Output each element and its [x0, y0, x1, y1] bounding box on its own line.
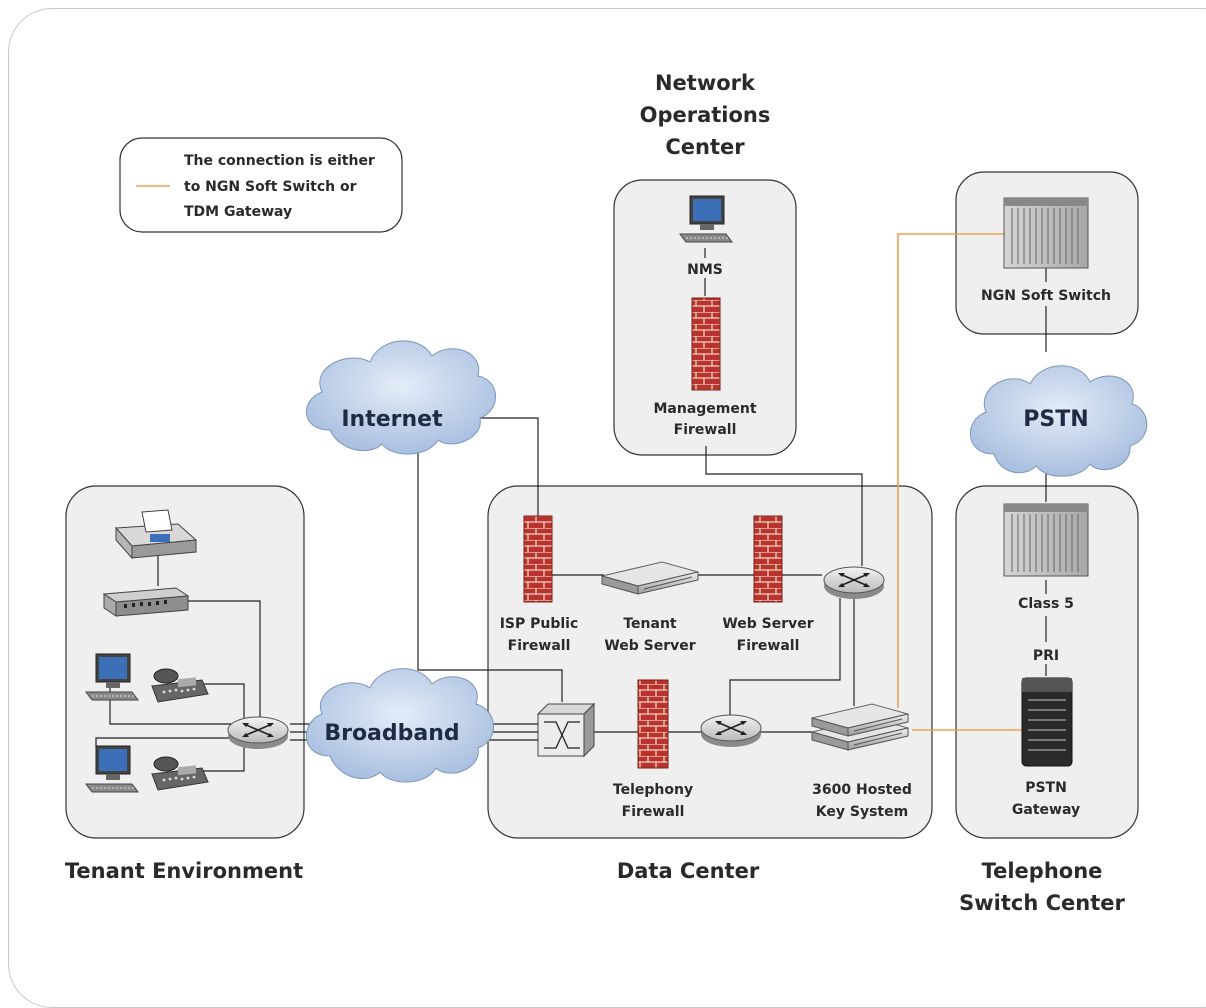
- web-server-firewall-label-1: Web Server: [722, 616, 813, 632]
- mgmt-firewall-label-2: Firewall: [674, 422, 737, 438]
- telephone-panel: [955, 485, 1139, 839]
- mgmt-firewall-label-1: Management: [653, 401, 756, 417]
- broadband-cloud: Broadband: [306, 668, 494, 783]
- data-center-title: Data Center: [617, 859, 760, 883]
- telephony-firewall-icon: [637, 679, 669, 769]
- isp-firewall-label-1: ISP Public: [500, 616, 579, 632]
- dc-router-bottom-icon: [700, 714, 762, 748]
- noc-title-1: Network: [655, 71, 756, 95]
- broadband-label: Broadband: [324, 721, 459, 746]
- pstn-gateway-label-1: PSTN: [1025, 780, 1067, 796]
- ngn-soft-switch-label: NGN Soft Switch: [981, 288, 1111, 304]
- legend-line-3: TDM Gateway: [184, 204, 292, 220]
- nms-label: NMS: [687, 262, 723, 278]
- tenant-web-server-label-2: Web Server: [604, 638, 695, 654]
- noc-title-2: Operations: [640, 103, 771, 127]
- internet-label: Internet: [341, 407, 443, 432]
- telephone-title-2: Switch Center: [959, 891, 1125, 915]
- data-center-panel: [487, 485, 933, 839]
- management-firewall-icon: [691, 297, 721, 391]
- tenant-router-icon: [227, 716, 289, 750]
- class5-label: Class 5: [1018, 596, 1074, 612]
- legend-line-1: The connection is either: [184, 153, 375, 169]
- key-system-label-1: 3600 Hosted: [812, 782, 912, 798]
- class5-switch-icon: [1003, 503, 1089, 577]
- internet-cloud: Internet: [306, 340, 496, 455]
- web-server-firewall-label-2: Firewall: [737, 638, 800, 654]
- pstn-label: PSTN: [1023, 407, 1088, 432]
- pstn-gateway-icon: [1021, 677, 1073, 767]
- noc-title-3: Center: [665, 135, 745, 159]
- pri-label: PRI: [1033, 648, 1059, 664]
- legend-line-2: to NGN Soft Switch or: [184, 179, 357, 195]
- telephony-firewall-label-1: Telephony: [613, 782, 693, 798]
- key-system-label-2: Key System: [816, 804, 908, 820]
- tenant-title: Tenant Environment: [65, 859, 303, 883]
- telephony-firewall-label-2: Firewall: [622, 804, 685, 820]
- isp-firewall-label-2: Firewall: [508, 638, 571, 654]
- aggregation-switch-icon: [536, 702, 596, 758]
- dc-router-top-icon: [823, 566, 885, 600]
- connections: [95, 248, 1047, 772]
- web-server-firewall-icon: [753, 515, 783, 603]
- tenant-web-server-label-1: Tenant: [623, 616, 677, 632]
- pstn-gateway-label-2: Gateway: [1012, 802, 1080, 818]
- ngn-soft-switch-icon: [1003, 197, 1089, 269]
- telephone-title-1: Telephone: [982, 859, 1103, 883]
- network-diagram: The connection is either to NGN Soft Swi…: [65, 71, 1148, 915]
- legend-box: [119, 137, 403, 233]
- isp-firewall-icon: [523, 515, 553, 603]
- fax-machine-icon: [114, 509, 198, 560]
- orange-links: [897, 233, 1022, 731]
- modem-icon: [102, 587, 190, 617]
- pstn-cloud: PSTN: [970, 365, 1148, 477]
